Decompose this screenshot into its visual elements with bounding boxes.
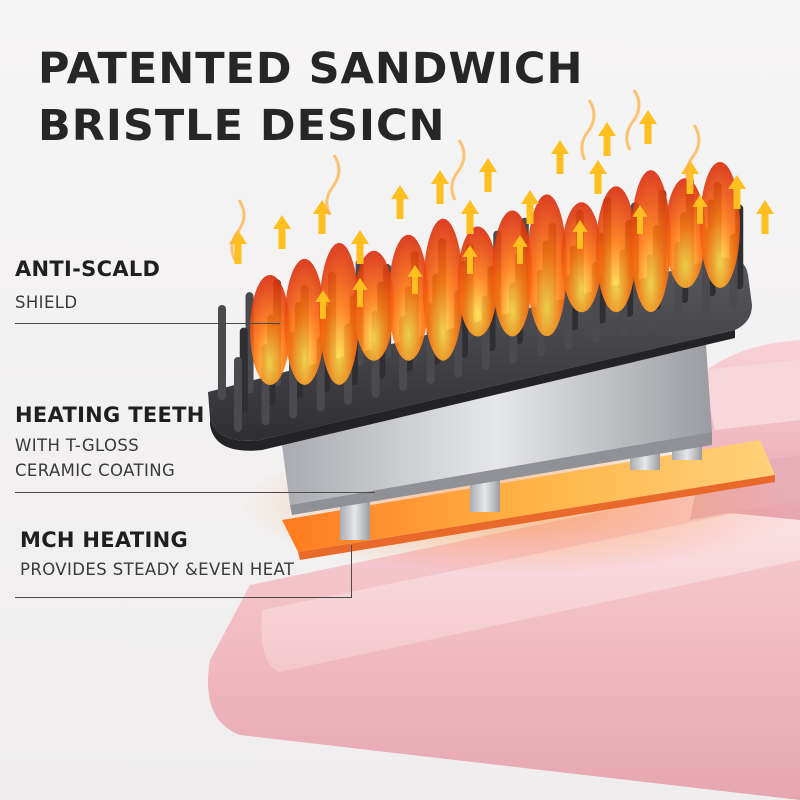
callout-leader-line [15, 323, 280, 324]
heat-glow [665, 178, 706, 289]
heat-glow [423, 218, 464, 361]
headline-line-1: PATENTED SANDWICH [38, 44, 584, 94]
callout-title: ANTI-SCALD [15, 257, 161, 281]
heat-glow [526, 194, 567, 337]
callout-body-line: WITH T-GLOSS [15, 436, 140, 455]
heat-glow [630, 170, 671, 313]
heat-arrow-icon [273, 215, 291, 249]
heat-glow [492, 210, 533, 337]
callout-title: HEATING TEETH [15, 403, 205, 427]
heat-arrow-icon [391, 185, 409, 219]
heat-glow [457, 226, 498, 337]
callout-leader-line [15, 492, 375, 493]
bristle [218, 305, 226, 400]
heat-arrow-icon [551, 140, 569, 174]
steam-wisps [230, 89, 701, 261]
heat-glow [353, 250, 394, 361]
callout-leader-line [15, 597, 352, 598]
heat-arrow-icon [431, 170, 449, 204]
callout-body-line: SHIELD [15, 293, 78, 312]
callout-body-line: PROVIDES STEADY &EVEN HEAT [20, 560, 295, 579]
heat-glow [284, 258, 325, 385]
heat-glow [561, 202, 602, 313]
heat-arrow-icon [756, 200, 774, 234]
callout-body-line: CERAMIC COATING [15, 461, 176, 480]
heat-arrow-icon [479, 158, 497, 192]
heat-glow [700, 162, 740, 288]
heat-glow [319, 242, 360, 385]
heat-arrow-icon [589, 160, 607, 194]
heating-teeth-block [280, 330, 712, 515]
callout-title: MCH HEATING [20, 528, 188, 552]
heat-glow [250, 275, 290, 385]
heat-glow [596, 186, 637, 313]
callout-leader-tick [351, 545, 352, 598]
bristle [234, 357, 242, 432]
heat-arrow-icon [598, 122, 616, 156]
headline-line-2: BRISTLE DESICN [38, 101, 446, 151]
heat-arrow-icon [639, 110, 657, 144]
heat-glow [388, 234, 429, 361]
